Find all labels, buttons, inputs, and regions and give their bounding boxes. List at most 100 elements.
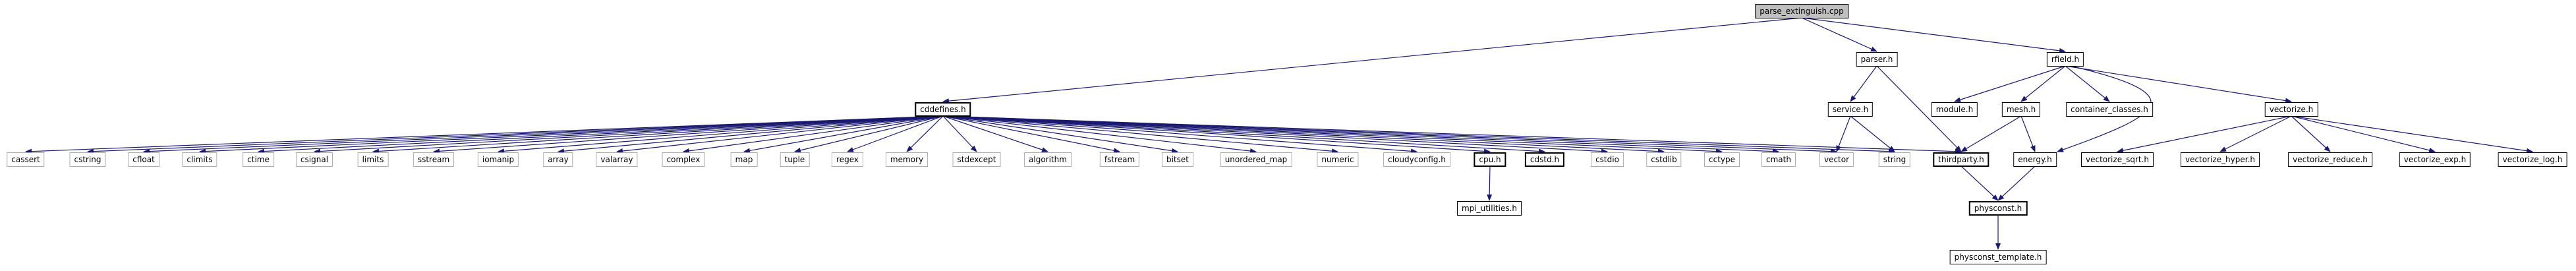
- edge-cddefines-h-to-iomanip: [498, 115, 944, 154]
- edge-cddefines-h-to-array: [558, 115, 944, 154]
- edge-cddefines-h-to-thirdparty-h: [942, 115, 1962, 154]
- edge-cddefines-h-to-csignal: [314, 115, 944, 154]
- edge-cddefines-h-to-cstdio: [942, 115, 1608, 154]
- edge-vectorize-h-to-vectorize-reduce-h: [2291, 115, 2331, 152]
- edge-service-h-to-string: [1850, 115, 1895, 152]
- graph-node-string[interactable]: string: [1878, 152, 1911, 167]
- edge-cddefines-h-to-algorithm: [942, 115, 1048, 152]
- graph-node-unordered-map[interactable]: unordered_map: [1220, 152, 1292, 167]
- edge-vectorize-h-to-vectorize-log-h: [2291, 115, 2533, 154]
- graph-node-valarray[interactable]: valarray: [596, 152, 638, 167]
- edge-parser-h-to-service-h: [1850, 65, 1877, 102]
- graph-node-physconst-h[interactable]: physconst.h: [1968, 201, 2028, 216]
- edge-mesh-h-to-thirdparty-h: [1961, 115, 2022, 152]
- graph-node-numeric[interactable]: numeric: [1317, 152, 1359, 167]
- graph-node-cloudyconfig-h[interactable]: cloudyconfig.h: [1383, 152, 1450, 167]
- edge-parse-extinguish-cpp-to-rfield-h: [1801, 17, 2066, 53]
- edge-cddefines-h-to-cloudyconfig-h: [942, 115, 1417, 154]
- edge-cddefines-h-to-valarray: [616, 115, 944, 154]
- edge-cddefines-h-to-cassert: [25, 115, 944, 154]
- edge-cddefines-h-to-cdstd-h: [942, 115, 1545, 154]
- graph-node-parser-h[interactable]: parser.h: [1856, 52, 1898, 67]
- graph-node-fstream[interactable]: fstream: [1099, 152, 1140, 167]
- graph-node-map[interactable]: map: [730, 152, 758, 167]
- edge-rfield-h-to-module-h: [1954, 65, 2066, 103]
- graph-node-stdexcept[interactable]: stdexcept: [952, 152, 1001, 167]
- graph-node-complex[interactable]: complex: [662, 152, 705, 167]
- edge-cddefines-h-to-tuple: [794, 115, 944, 153]
- graph-node-bitset[interactable]: bitset: [1162, 152, 1193, 167]
- graph-node-vectorize-exp-h[interactable]: vectorize_exp.h: [2399, 152, 2471, 167]
- edge-vectorize-h-to-vectorize-sqrt-h: [2117, 115, 2292, 154]
- edge-cddefines-h-to-regex: [847, 115, 944, 152]
- graph-node-cstdio[interactable]: cstdio: [1591, 152, 1624, 167]
- graph-node-parse-extinguish-cpp[interactable]: parse_extinguish.cpp: [1755, 4, 1848, 18]
- graph-node-vectorize-hyper-h[interactable]: vectorize_hyper.h: [2180, 152, 2260, 167]
- graph-node-thirdparty-h[interactable]: thirdparty.h: [1933, 152, 1989, 167]
- graph-node-physconst-template-h[interactable]: physconst_template.h: [1949, 250, 2047, 264]
- graph-node-vectorize-reduce-h[interactable]: vectorize_reduce.h: [2288, 152, 2372, 167]
- graph-node-container-classes-h[interactable]: container_classes.h: [2066, 102, 2153, 117]
- graph-node-mesh-h[interactable]: mesh.h: [2001, 102, 2041, 117]
- edge-cddefines-h-to-cctype: [942, 115, 1723, 154]
- graph-node-cdstd-h[interactable]: cdstd.h: [1524, 152, 1565, 167]
- edge-cpu-h-to-mpi-utilities-h: [1487, 166, 1493, 201]
- graph-node-cassert[interactable]: cassert: [7, 152, 45, 167]
- edge-cddefines-h-to-cstdlib: [942, 115, 1665, 154]
- graph-node-cmath[interactable]: cmath: [1761, 152, 1796, 167]
- edge-cddefines-h-to-complex: [683, 115, 944, 154]
- edge-cddefines-h-to-numeric: [942, 115, 1338, 154]
- graph-node-ctime[interactable]: ctime: [243, 152, 274, 167]
- graph-node-limits[interactable]: limits: [357, 152, 389, 167]
- edge-mesh-h-to-energy-h: [2020, 115, 2036, 152]
- edge-vectorize-h-to-vectorize-exp-h: [2291, 115, 2436, 153]
- graph-node-vectorize-h[interactable]: vectorize.h: [2264, 102, 2318, 117]
- edge-cddefines-h-to-climits: [199, 115, 944, 154]
- edge-vectorize-h-to-vectorize-hyper-h: [2219, 115, 2292, 152]
- graph-node-cddefines-h[interactable]: cddefines.h: [915, 102, 971, 117]
- graph-node-cctype[interactable]: cctype: [1703, 152, 1740, 167]
- edge-cddefines-h-to-limits: [372, 115, 944, 154]
- edge-cddefines-h-to-map: [743, 115, 944, 154]
- graph-node-regex[interactable]: regex: [832, 152, 863, 167]
- edge-cddefines-h-to-cpu-h: [942, 115, 1491, 154]
- graph-node-memory[interactable]: memory: [885, 152, 929, 167]
- edge-cddefines-h-to-cstring: [87, 115, 944, 154]
- edge-service-h-to-vector: [1836, 115, 1851, 152]
- graph-node-service-h[interactable]: service.h: [1827, 102, 1874, 117]
- graph-node-cstdlib[interactable]: cstdlib: [1646, 152, 1682, 167]
- edge-cddefines-h-to-memory: [906, 115, 944, 152]
- edge-energy-h-to-physconst-h: [1997, 166, 2036, 201]
- graph-node-vectorize-log-h[interactable]: vectorize_log.h: [2498, 152, 2567, 167]
- edge-thirdparty-h-to-physconst-h: [1961, 166, 1999, 201]
- edge-cddefines-h-to-ctime: [258, 115, 944, 154]
- graph-node-array[interactable]: array: [543, 152, 573, 167]
- graph-node-sstream[interactable]: sstream: [413, 152, 455, 167]
- edge-parser-h-to-thirdparty-h: [1876, 65, 1962, 152]
- edge-rfield-h-to-vectorize-h: [2065, 65, 2292, 104]
- graph-node-module-h[interactable]: module.h: [1931, 102, 1978, 117]
- edge-cddefines-h-to-fstream: [942, 115, 1120, 154]
- edge-cddefines-h-to-sstream: [433, 115, 944, 154]
- edge-rfield-h-to-mesh-h: [2020, 65, 2066, 102]
- edge-cddefines-h-to-unordered-map: [942, 115, 1257, 154]
- graph-node-tuple[interactable]: tuple: [780, 152, 810, 167]
- graph-node-cfloat[interactable]: cfloat: [128, 152, 159, 167]
- graph-node-cpu-h[interactable]: cpu.h: [1474, 152, 1506, 167]
- graph-node-vectorize-sqrt-h[interactable]: vectorize_sqrt.h: [2080, 152, 2154, 167]
- graph-node-vector[interactable]: vector: [1819, 152, 1854, 167]
- edge-cddefines-h-to-bitset: [942, 115, 1178, 154]
- graph-node-mpi-utilities-h[interactable]: mpi_utilities.h: [1456, 201, 1522, 216]
- graph-node-csignal[interactable]: csignal: [295, 152, 333, 167]
- graph-node-rfield-h[interactable]: rfield.h: [2046, 52, 2084, 67]
- graph-node-algorithm[interactable]: algorithm: [1024, 152, 1072, 167]
- edge-parse-extinguish-cpp-to-cddefines-h: [942, 17, 1802, 104]
- graph-node-cstring[interactable]: cstring: [69, 152, 106, 167]
- edge-cddefines-h-to-stdexcept: [942, 115, 977, 152]
- edge-rfield-h-to-container-classes-h: [2065, 65, 2110, 102]
- graph-node-iomanip[interactable]: iomanip: [477, 152, 519, 167]
- graph-node-climits[interactable]: climits: [182, 152, 217, 167]
- graph-node-energy-h[interactable]: energy.h: [2013, 152, 2057, 167]
